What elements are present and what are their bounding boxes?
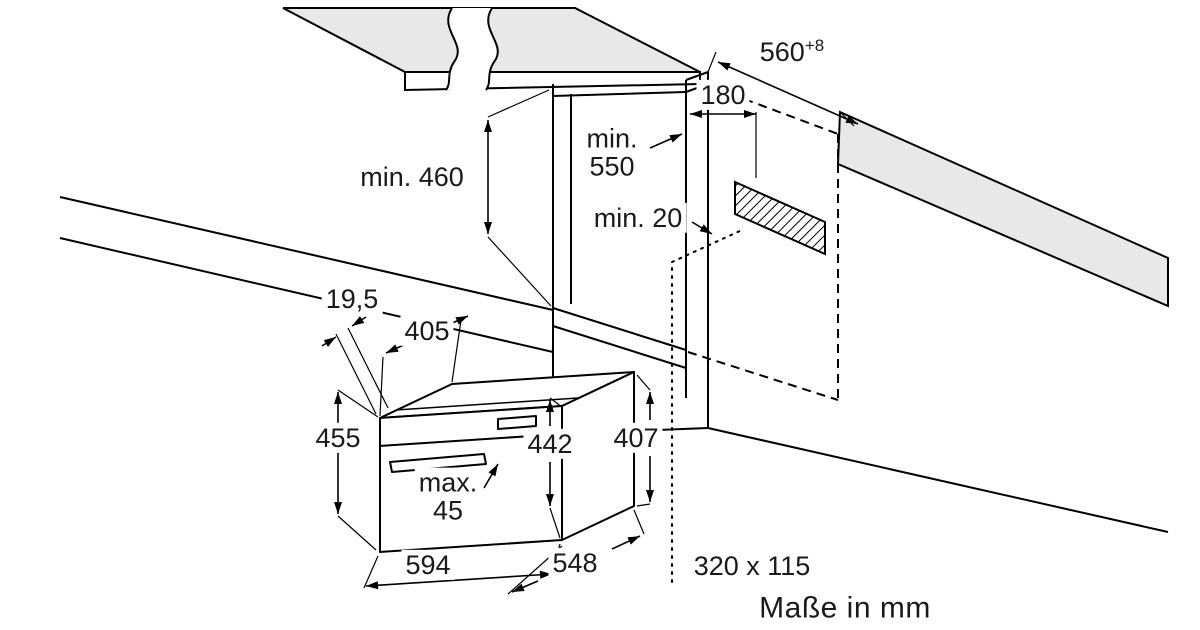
dim-rear-gap-label: min. 20	[589, 202, 687, 234]
dim-handle-protrusion-label: max. 45	[414, 467, 482, 527]
dim-appliance-depth-label: 548	[548, 547, 602, 579]
oven-handle	[389, 453, 487, 473]
dim-niche-depth-label: min. 550	[582, 123, 642, 183]
dim-appliance-width-label: 594	[401, 549, 455, 581]
dim-front-height-label: 442	[523, 428, 577, 460]
adjacent-worktop	[836, 110, 1169, 308]
dim-vent-offset-label: 180	[696, 79, 750, 111]
dim-vent-cutout-label: 320 x 115	[689, 550, 815, 582]
dim-niche-width-tolerance: +8	[804, 35, 825, 55]
dim-niche-width-label: 560+8	[755, 35, 829, 68]
dim-niche-height-label: min. 460	[356, 161, 468, 193]
dim-body-height-label: 407	[609, 422, 663, 454]
oven-display-slot	[497, 415, 537, 430]
dimension-lines	[321, 51, 859, 595]
dim-front-overhang-label: 19,5	[321, 283, 383, 315]
vent-cutout-hatch	[734, 180, 826, 256]
dim-top-depth-label: 405	[400, 315, 454, 347]
dim-side-height-label: 455	[311, 422, 365, 454]
worktop	[282, 7, 701, 92]
dim-niche-width-value: 560	[759, 36, 805, 67]
units-note: Maße in mm	[755, 591, 935, 625]
